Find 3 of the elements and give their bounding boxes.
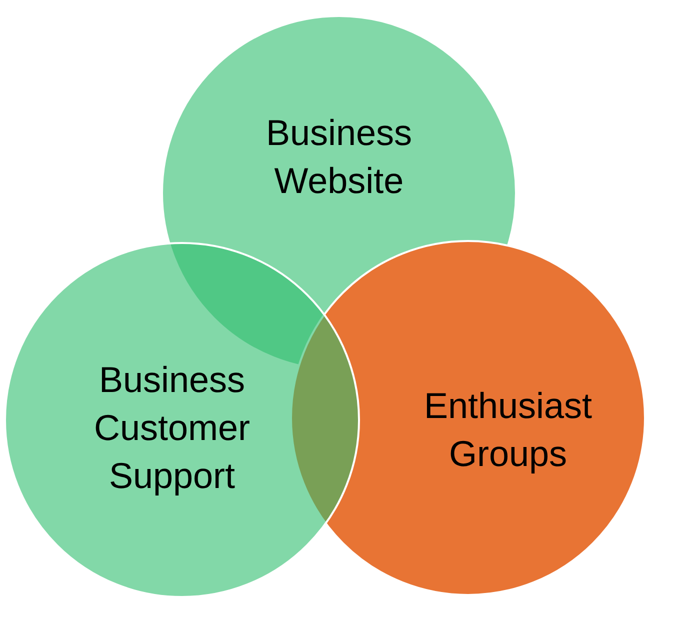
circle-label: Enthusiast Groups	[422, 384, 594, 476]
circle-label: Business Website	[264, 111, 414, 203]
circle-label: Business Customer Support	[92, 358, 252, 498]
